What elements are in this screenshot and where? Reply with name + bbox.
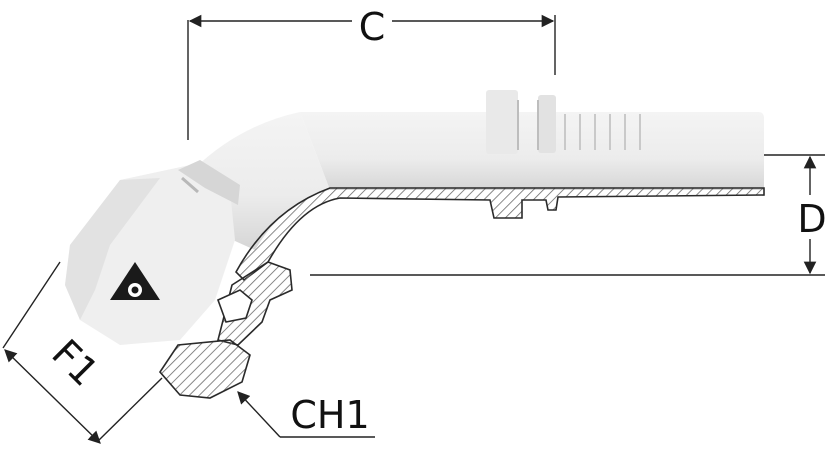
f1-label: F1 — [43, 331, 107, 395]
ch1-label: CH1 — [290, 393, 369, 437]
dimension-d: D — [310, 154, 828, 276]
tail-serrations — [564, 114, 641, 150]
logo-dot — [131, 286, 139, 294]
nut-collar — [178, 160, 240, 205]
tail-section — [235, 187, 765, 282]
d-label: D — [797, 197, 826, 241]
fitting-body — [65, 90, 765, 399]
f1-extension-bottom — [97, 377, 163, 442]
nut-inner-gap — [216, 289, 253, 323]
nut-flat-shade — [65, 178, 160, 320]
c-label-bg — [352, 2, 392, 44]
dimension-c: C — [187, 2, 556, 140]
dunlop-logo — [110, 262, 160, 300]
collar-ring-2 — [538, 95, 556, 153]
ch1-leader — [237, 391, 281, 438]
logo-triangle — [110, 262, 160, 300]
f1-dimension-line — [4, 349, 101, 444]
collar-ring-1 — [486, 90, 518, 154]
dimension-ch1: CH1 — [237, 391, 375, 438]
c-label: C — [359, 5, 386, 49]
f1-extension-top — [2, 261, 61, 349]
nose-section — [158, 339, 251, 399]
tube-tail — [300, 112, 764, 190]
d-label-bg — [794, 195, 828, 239]
